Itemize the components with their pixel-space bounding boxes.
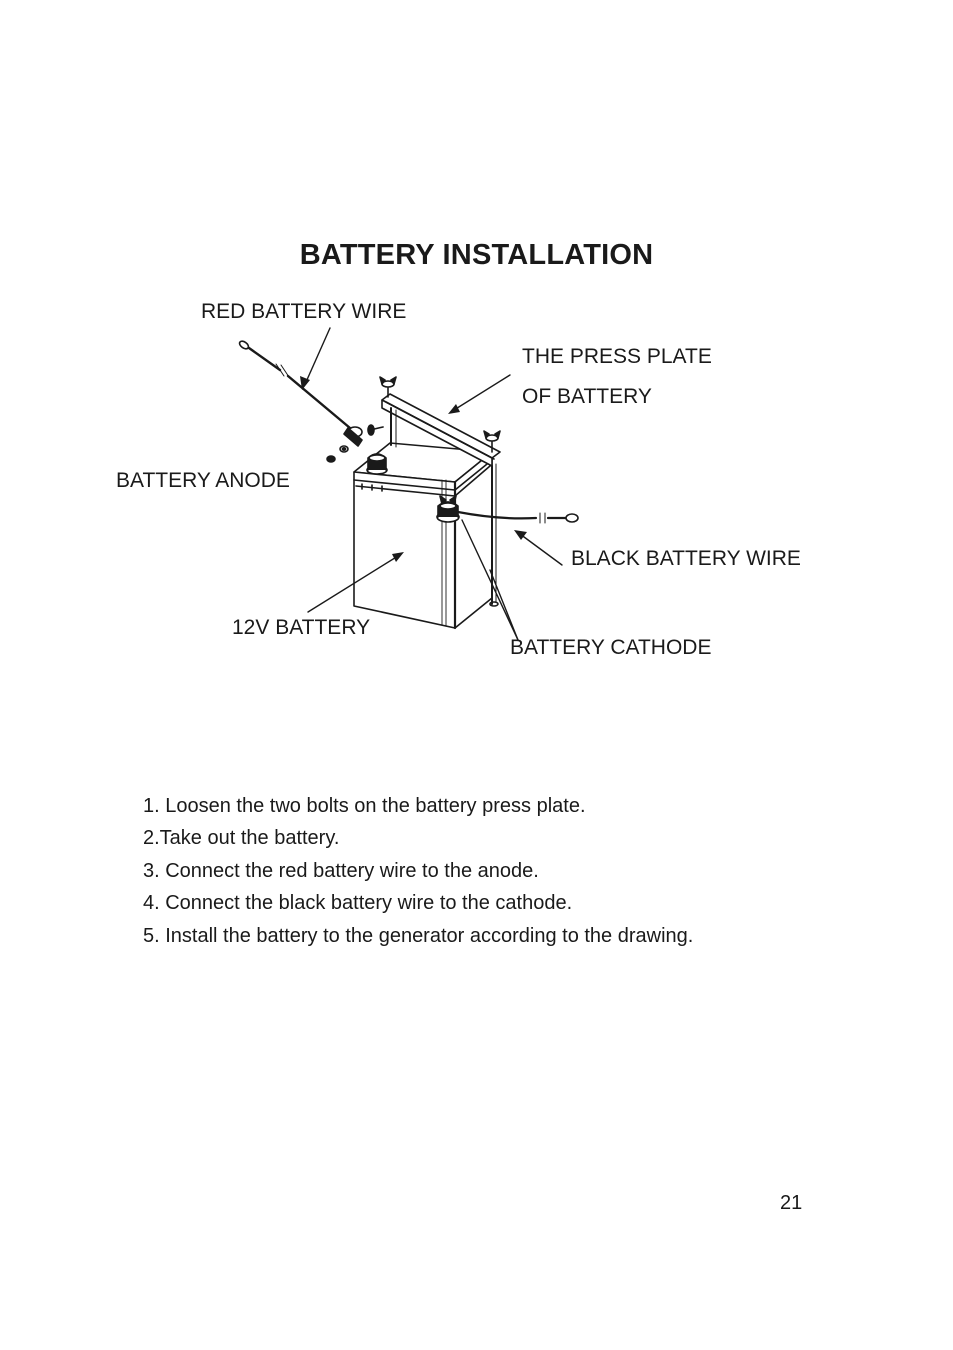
- label-press-plate-line2: OF BATTERY: [522, 385, 652, 408]
- label-press-plate-line1: THE PRESS PLATE: [522, 345, 712, 368]
- press-plate-drawing: [379, 376, 501, 607]
- label-red-battery-wire: RED BATTERY WIRE: [201, 300, 407, 323]
- step-item: 2.Take out the battery.: [143, 827, 340, 850]
- step-item: 1. Loosen the two bolts on the battery p…: [143, 795, 586, 817]
- cathode-terminal-drawing: [436, 495, 460, 523]
- wing-bolt-left: [379, 376, 397, 398]
- red-wire-drawing: [238, 340, 384, 463]
- label-battery-anode: BATTERY ANODE: [116, 469, 290, 492]
- step-item: 5. Install the battery to the generator …: [143, 924, 694, 947]
- black-wire-drawing: [456, 510, 579, 524]
- label-black-battery-wire: BLACK BATTERY WIRE: [571, 547, 801, 570]
- page-number: 21: [780, 1192, 803, 1214]
- anode-terminal-drawing: [366, 453, 388, 475]
- page-title: BATTERY INSTALLATION: [299, 239, 654, 272]
- wing-bolt-right: [483, 430, 501, 453]
- step-item: 4. Connect the black battery wire to the…: [143, 892, 573, 915]
- installation-steps: 1. Loosen the two bolts on the battery p…: [143, 790, 693, 952]
- leader-lines: [300, 327, 563, 641]
- step-item: 3. Connect the red battery wire to the a…: [143, 859, 539, 882]
- label-12v-battery: 12V BATTERY: [232, 616, 371, 639]
- label-battery-cathode: BATTERY CATHODE: [510, 636, 712, 659]
